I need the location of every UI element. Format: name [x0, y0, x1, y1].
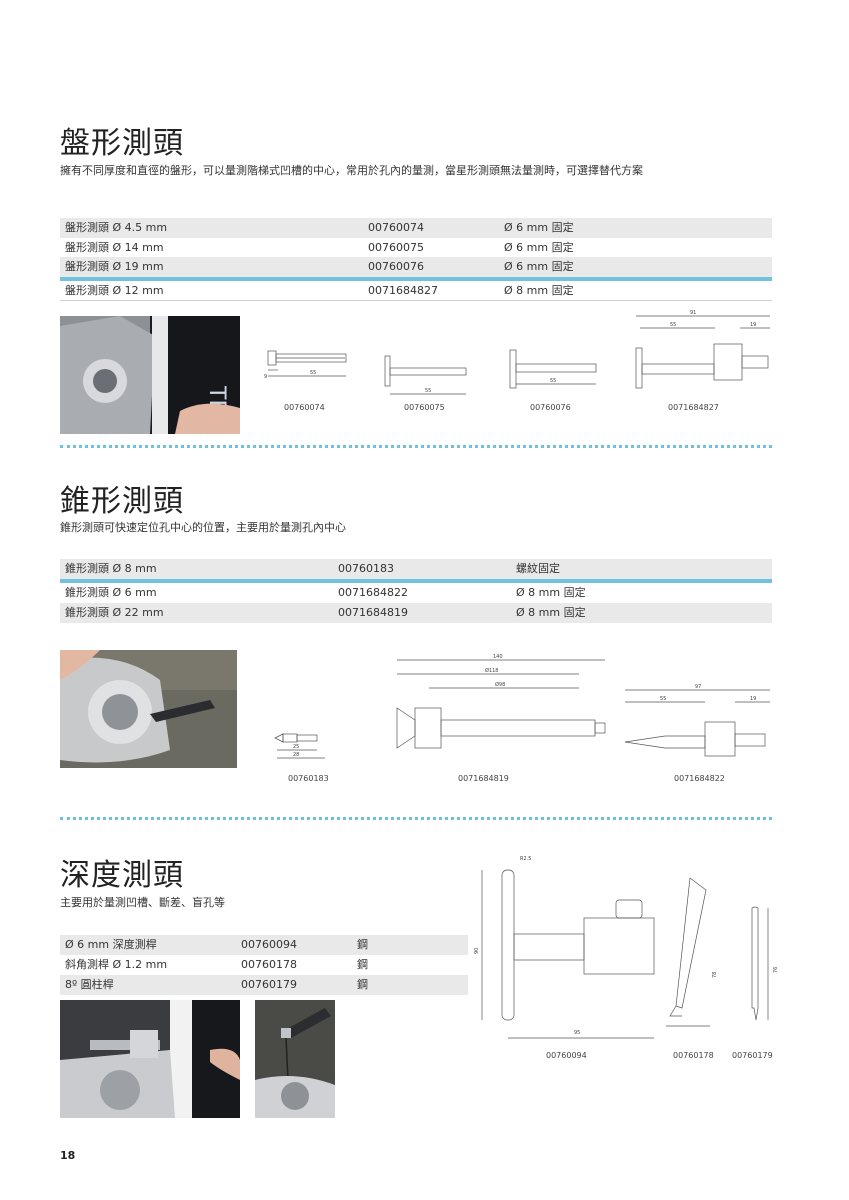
product-material: 鋼 [357, 938, 368, 951]
product-name: 盤形測頭 Ø 12 mm [65, 284, 164, 297]
product-code: 0071684827 [368, 284, 438, 297]
drawing-caption: 00760074 [284, 403, 325, 412]
svg-text:9: 9 [264, 374, 267, 380]
product-code: 00760074 [368, 221, 424, 234]
svg-text:55: 55 [550, 378, 556, 384]
product-mount: Ø 8 mm 固定 [516, 586, 586, 599]
section-separator [60, 445, 772, 448]
svg-text:90: 90 [474, 948, 480, 954]
product-mount: Ø 6 mm 固定 [504, 260, 574, 273]
cone-section-subtitle: 錐形測頭可快速定位孔中心的位置，主要用於量測孔內中心 [60, 521, 346, 534]
product-code: 0071684819 [338, 606, 408, 619]
table-row: 錐形測頭 Ø 8 mm 00760183 螺紋固定 [60, 559, 772, 579]
drawing-caption: 0071684822 [674, 774, 725, 783]
svg-text:76: 76 [773, 967, 779, 973]
table-row: 斜角測桿 Ø 1.2 mm 00760178 鋼 [60, 955, 468, 975]
drawing-caption: 00760183 [288, 774, 329, 783]
svg-text:Ø98: Ø98 [495, 681, 505, 688]
table-row: 盤形測頭 Ø 19 mm 00760076 Ø 6 mm 固定 [60, 257, 772, 277]
table-divider [60, 579, 772, 583]
table-row: 8º 圓柱桿 00760179 鋼 [60, 975, 468, 995]
drawing-caption: 00760075 [404, 403, 445, 412]
product-name: Ø 6 mm 深度測桿 [65, 938, 157, 951]
product-mount: Ø 8 mm 固定 [504, 284, 574, 297]
depth-probe-photo-1 [60, 1000, 240, 1118]
depth-section-title: 深度測頭 [60, 858, 184, 893]
product-name: 盤形測頭 Ø 4.5 mm [65, 221, 168, 234]
product-name: 錐形測頭 Ø 22 mm [65, 606, 164, 619]
svg-text:78: 78 [712, 972, 718, 978]
drawing-caption: 00760178 [673, 1051, 714, 1060]
svg-text:140: 140 [493, 654, 503, 660]
product-material: 鋼 [357, 978, 368, 991]
table-row: 錐形測頭 Ø 6 mm 0071684822 Ø 8 mm 固定 [60, 583, 772, 603]
product-name: 斜角測桿 Ø 1.2 mm [65, 958, 168, 971]
drawing-caption: 0071684827 [668, 403, 719, 412]
svg-text:19: 19 [750, 696, 756, 702]
product-name: 錐形測頭 Ø 8 mm [65, 562, 157, 575]
table-row: 錐形測頭 Ø 22 mm 0071684819 Ø 8 mm 固定 [60, 603, 772, 623]
cone-probe-photo [60, 650, 237, 768]
product-name: 盤形測頭 Ø 14 mm [65, 241, 164, 254]
svg-text:19: 19 [750, 322, 756, 328]
table-bottom-line [60, 300, 772, 301]
product-mount: Ø 6 mm 固定 [504, 241, 574, 254]
drawing-caption: 00760179 [732, 1051, 773, 1060]
product-code: 00760183 [338, 562, 394, 575]
section-separator [60, 817, 772, 820]
svg-text:55: 55 [425, 388, 431, 394]
drawing-caption: 00760094 [546, 1051, 587, 1060]
svg-text:95: 95 [574, 1030, 580, 1036]
product-code: 00760094 [241, 938, 297, 951]
product-code: 00760075 [368, 241, 424, 254]
depth-section-subtitle: 主要用於量測凹槽、斷差、盲孔等 [60, 896, 225, 909]
product-mount: Ø 8 mm 固定 [516, 606, 586, 619]
disc-section-title: 盤形測頭 [60, 126, 184, 161]
depth-technical-drawings: R2.5 95 90 78 76 [474, 856, 779, 1039]
product-code: 00760178 [241, 958, 297, 971]
depth-probe-photo-2 [255, 1000, 335, 1118]
svg-text:R2.5: R2.5 [520, 856, 531, 862]
svg-text:28: 28 [293, 752, 299, 758]
disc-probe-photo: TES [60, 316, 240, 434]
cone-section-title: 錐形測頭 [60, 484, 184, 519]
svg-text:25: 25 [293, 744, 299, 750]
table-row: 盤形測頭 Ø 14 mm 00760075 Ø 6 mm 固定 [60, 238, 772, 258]
product-code: 00760179 [241, 978, 297, 991]
product-code: 0071684822 [338, 586, 408, 599]
svg-text:55: 55 [660, 696, 666, 702]
disc-technical-drawings: 55 9 55 55 91 55 19 [264, 310, 770, 395]
table-divider [60, 277, 772, 281]
table-row: Ø 6 mm 深度測桿 00760094 鋼 [60, 935, 468, 955]
product-material: 鋼 [357, 958, 368, 971]
product-code: 00760076 [368, 260, 424, 273]
product-mount: Ø 6 mm 固定 [504, 221, 574, 234]
svg-text:97: 97 [695, 684, 701, 690]
product-mount: 螺紋固定 [516, 562, 560, 575]
svg-text:Ø118: Ø118 [485, 667, 498, 674]
product-name: 錐形測頭 Ø 6 mm [65, 586, 157, 599]
table-row: 盤形測頭 Ø 4.5 mm 00760074 Ø 6 mm 固定 [60, 218, 772, 238]
page-number: 18 [60, 1149, 76, 1162]
drawing-caption: 0071684819 [458, 774, 509, 783]
drawing-caption: 00760076 [530, 403, 571, 412]
table-row: 盤形測頭 Ø 12 mm 0071684827 Ø 8 mm 固定 [60, 281, 772, 301]
svg-text:55: 55 [310, 370, 316, 376]
svg-text:55: 55 [670, 322, 676, 328]
product-name: 盤形測頭 Ø 19 mm [65, 260, 164, 273]
disc-section-subtitle: 擁有不同厚度和直徑的盤形，可以量測階梯式凹槽的中心，常用於孔內的量測，當星形測頭… [60, 164, 643, 177]
product-name: 8º 圓柱桿 [65, 978, 114, 991]
svg-text:91: 91 [690, 310, 696, 316]
